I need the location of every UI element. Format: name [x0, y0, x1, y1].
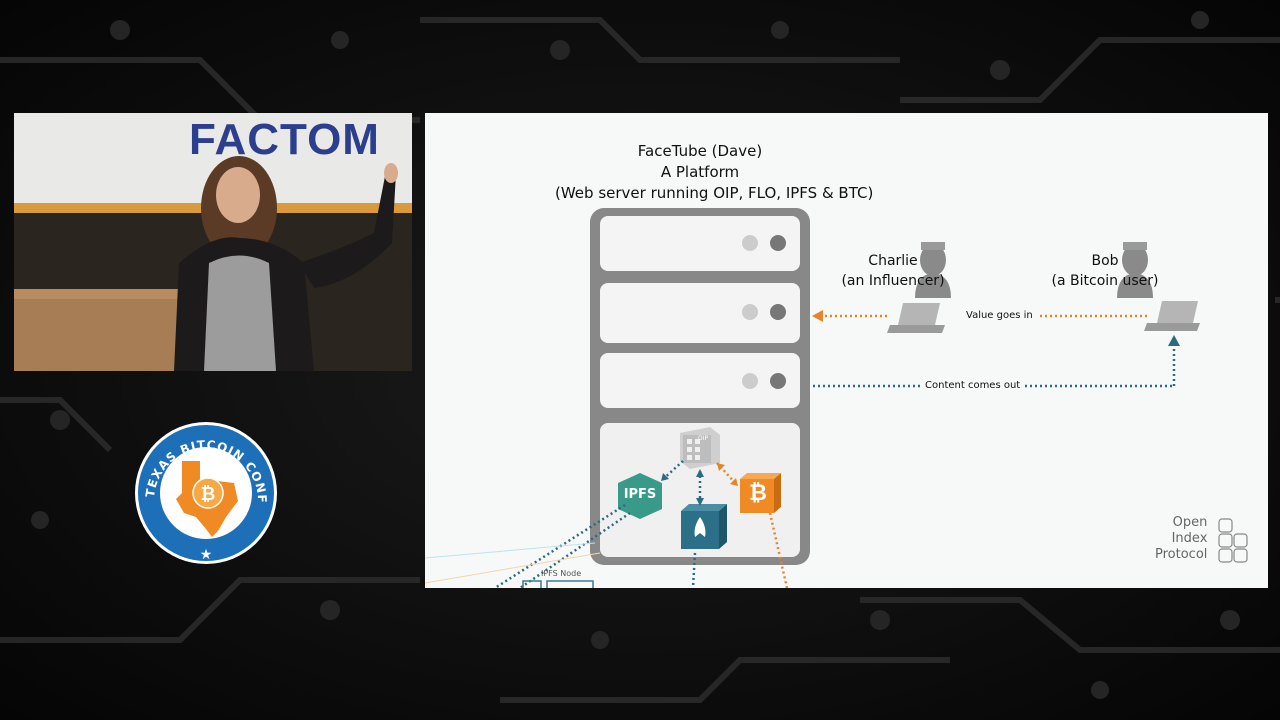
value-flow-label: Value goes in — [962, 310, 1037, 321]
charlie-label: Charlie (an Influencer) — [823, 251, 963, 291]
charlie-avatar — [915, 242, 951, 298]
presentation-slide: FaceTube (Dave) A Platform (Web server r… — [425, 113, 1268, 588]
bitcoin-cube — [740, 473, 781, 513]
ipfs-node-label: IPFS Node — [541, 569, 582, 578]
bob-role: (a Bitcoin user) — [1051, 273, 1159, 289]
open-index-protocol-logo-mark — [1218, 518, 1248, 563]
conference-bitcoin-symbol: ₿ — [201, 484, 216, 505]
charlie-laptop — [887, 303, 945, 333]
bob-avatar — [1117, 242, 1153, 298]
open-index-protocol-logo: Open Index Protocol — [1155, 515, 1261, 563]
speaker-video: FACTOM — [14, 113, 412, 371]
texas-bitcoin-conference-logo: ₿ TEXAS BITCOIN CONFERENCE ★ — [134, 421, 277, 564]
title-line-1: FaceTube (Dave) — [637, 142, 763, 160]
ipfs-hexagon — [618, 473, 662, 519]
conference-star: ★ — [200, 547, 213, 563]
ipfs-badge-label: IPFS — [623, 487, 657, 502]
flo-cube — [681, 504, 727, 549]
speaker-scene — [14, 113, 412, 371]
charlie-role: (an Influencer) — [841, 273, 945, 289]
bob-name: Bob — [1091, 253, 1119, 269]
sponsor-banner: FACTOM — [189, 115, 380, 164]
oip-cube — [680, 427, 720, 469]
value-flow-arrow — [812, 310, 1147, 322]
logo-line-open: Open — [1172, 515, 1208, 530]
bob-laptop — [1144, 301, 1200, 331]
logo-line-protocol: Protocol — [1155, 547, 1208, 562]
title-line-2: A Platform — [660, 163, 740, 181]
slide-title: FaceTube (Dave) A Platform (Web server r… — [555, 141, 874, 204]
content-flow-arrow — [813, 335, 1180, 388]
content-flow-label: Content comes out — [921, 380, 1025, 391]
charlie-name: Charlie — [868, 253, 918, 269]
slide-diagram — [425, 208, 1248, 588]
logo-line-index: Index — [1171, 531, 1208, 546]
bitcoin-badge-label: ₿ — [749, 481, 767, 506]
oip-badge-label: OIP — [698, 435, 709, 442]
bob-label: Bob (a Bitcoin user) — [1025, 251, 1185, 291]
title-line-3: (Web server running OIP, FLO, IPFS & BTC… — [555, 184, 874, 202]
